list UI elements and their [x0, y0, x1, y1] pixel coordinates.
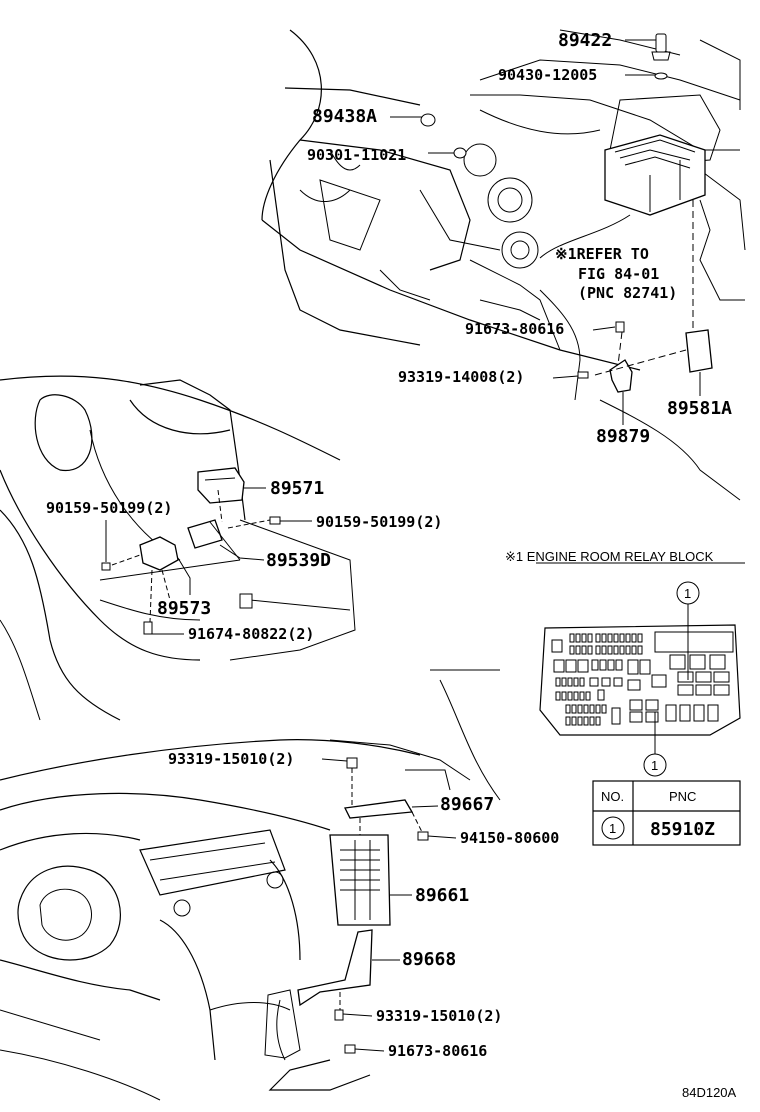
label-91673-80616-top: 91673-80616 — [465, 320, 564, 338]
label-89581a: 89581A — [667, 398, 732, 419]
refer-to-line1: ※1REFER TO — [555, 245, 649, 263]
label-89668: 89668 — [402, 949, 456, 970]
label-90301-11021: 90301-11021 — [307, 146, 406, 164]
label-93319-14008: 93319-14008(2) — [398, 368, 524, 386]
dashboard-sketch — [0, 669, 501, 1101]
pnc-table-header-no: NO. — [601, 789, 624, 804]
label-91674-80822: 91674-80822(2) — [188, 625, 314, 643]
engine-bay-sketch — [261, 29, 746, 501]
refer-to-line3: (PNC 82741) — [578, 284, 677, 302]
relay-block-schematic: 1 1 — [539, 581, 741, 777]
pnc-table-row-circle — [601, 816, 625, 840]
label-91673-80616-bottom: 91673-80616 — [388, 1042, 487, 1060]
label-89422: 89422 — [558, 30, 612, 51]
middle-leaders — [105, 487, 312, 635]
bottom-leaders — [321, 758, 457, 1052]
label-89573: 89573 — [157, 598, 211, 619]
pnc-table-row-no: 1 — [609, 821, 616, 836]
bottom-dashed-connectors — [339, 768, 423, 1010]
label-94150-80600: 94150-80600 — [460, 829, 559, 847]
top-leaders — [390, 39, 701, 425]
relay-block-outline — [539, 624, 741, 736]
label-89667: 89667 — [440, 794, 494, 815]
label-90430-12005: 90430-12005 — [498, 66, 597, 84]
refer-to-line2: FIG 84-01 — [578, 265, 659, 283]
relay-block-note: ※1 ENGINE ROOM RELAY BLOCK — [505, 549, 714, 564]
label-89661: 89661 — [415, 885, 469, 906]
middle-dashed-connectors — [111, 489, 271, 623]
fuse-grid — [553, 633, 730, 726]
label-90159-50199-left: 90159-50199(2) — [46, 499, 172, 517]
pnc-table-header-pnc: PNC — [669, 789, 696, 804]
label-89879: 89879 — [596, 426, 650, 447]
label-89571: 89571 — [270, 478, 324, 499]
top-dashed-connectors — [594, 200, 694, 376]
pnc-table: NO. PNC 1 85910Z — [592, 780, 741, 846]
callout-top: 1 — [684, 586, 691, 601]
label-90159-50199-right: 90159-50199(2) — [316, 513, 442, 531]
label-89438a: 89438A — [312, 106, 377, 127]
label-93319-15010-bottom: 93319-15010(2) — [376, 1007, 502, 1025]
callout-bottom: 1 — [651, 758, 658, 773]
figure-code: 84D120A — [682, 1085, 737, 1100]
pnc-table-row-pnc: 85910Z — [650, 819, 715, 840]
label-89539d: 89539D — [266, 550, 331, 571]
label-93319-15010-top: 93319-15010(2) — [168, 750, 294, 768]
fender-area-sketch — [0, 375, 356, 721]
